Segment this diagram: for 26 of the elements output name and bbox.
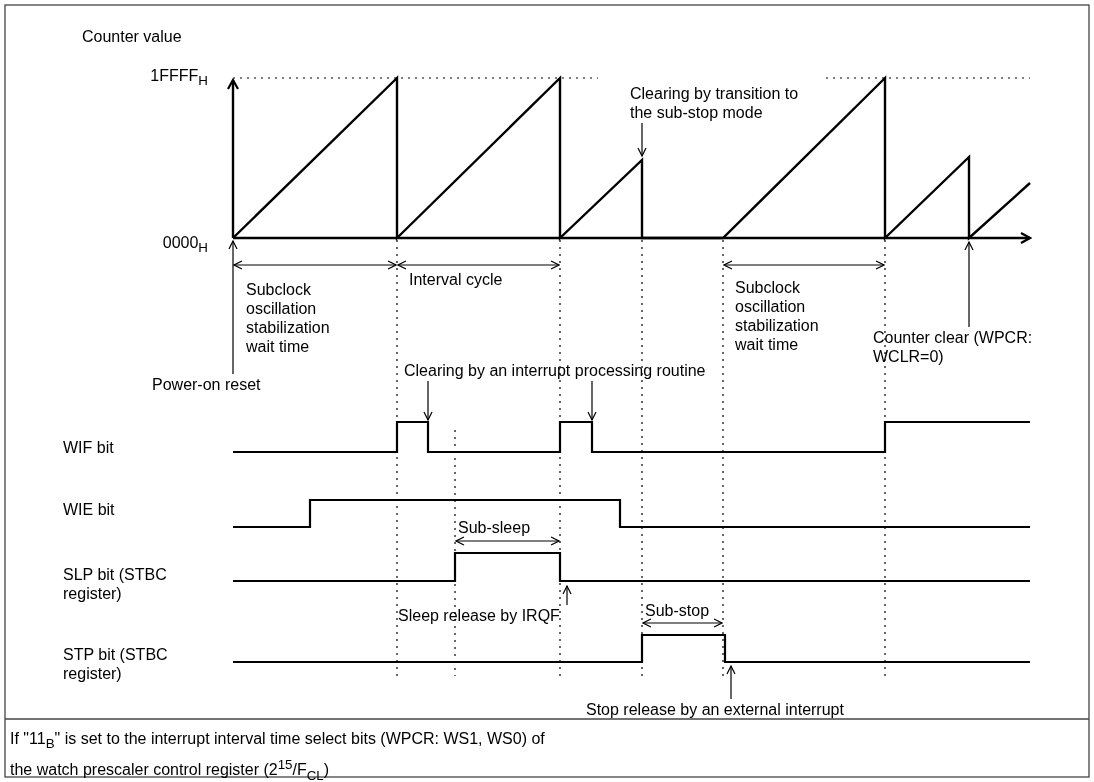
- leader-arrow: [562, 585, 572, 606]
- signal-name: WIE bit: [63, 500, 115, 519]
- leader-arrow: [423, 380, 433, 421]
- signal-name: WIF bit: [63, 438, 114, 457]
- leader-arrow: [228, 240, 238, 375]
- leader-arrow: [637, 122, 647, 157]
- dimension-text: Subclock oscillation stabilization wait time: [246, 280, 331, 356]
- dimension-text: Sub-stop: [645, 601, 710, 620]
- leader-arrow: [726, 665, 736, 700]
- annotation-text: Clearing by an interrupt processing routine: [404, 361, 706, 380]
- signal-name: SLP bit (STBC register): [63, 565, 168, 603]
- signal-name: STP bit (STBC register): [63, 645, 169, 683]
- annotation-text: Sleep release by IRQF: [398, 606, 560, 625]
- tick-label: 1FFFF$_{H}$: [149, 66, 208, 91]
- dimension-text: Sub-sleep: [458, 518, 531, 537]
- annotation-text: Power-on reset: [152, 375, 261, 394]
- annotation-text: Stop release by an external interrupt: [586, 700, 844, 719]
- dimension-text: Interval cycle: [409, 270, 503, 289]
- annotation-text: Clearing by transition to the sub-stop mode: [630, 84, 820, 122]
- axis-label: Counter value: [82, 27, 182, 46]
- leader-arrow: [964, 241, 974, 328]
- dimension-text: Subclock oscillation stabilization wait time: [735, 278, 820, 354]
- tick-label: 0000$_{H}$: [161, 233, 208, 258]
- annotation-text: Counter clear (WPCR: WCLR=0): [873, 328, 1033, 366]
- caption-text: If "11$_{B}$" is set to the interrupt interval time select bits (WPCR: WS1, WS0) of the watch prescaler control register (2$^{15}$/F$_{CL}$): [10, 729, 546, 782]
- leader-arrow: [587, 380, 597, 421]
